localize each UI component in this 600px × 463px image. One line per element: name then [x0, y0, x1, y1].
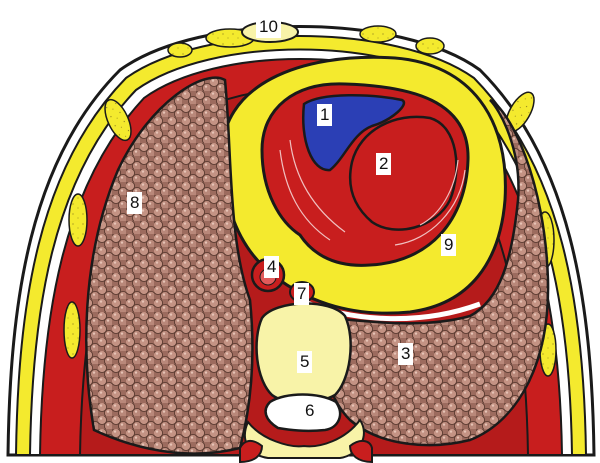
- label-8: 8: [127, 192, 142, 214]
- label-1: 1: [317, 104, 332, 126]
- label-5: 5: [297, 351, 312, 373]
- label-3: 3: [398, 343, 413, 365]
- label-10: 10: [256, 16, 281, 38]
- label-7: 7: [294, 283, 309, 305]
- paraspinal-muscle-right: [350, 441, 372, 462]
- label-2: 2: [376, 153, 391, 175]
- label-6: 6: [302, 400, 317, 422]
- label-9: 9: [441, 234, 456, 256]
- paraspinal-muscle-left: [240, 441, 262, 462]
- label-4: 4: [264, 256, 279, 278]
